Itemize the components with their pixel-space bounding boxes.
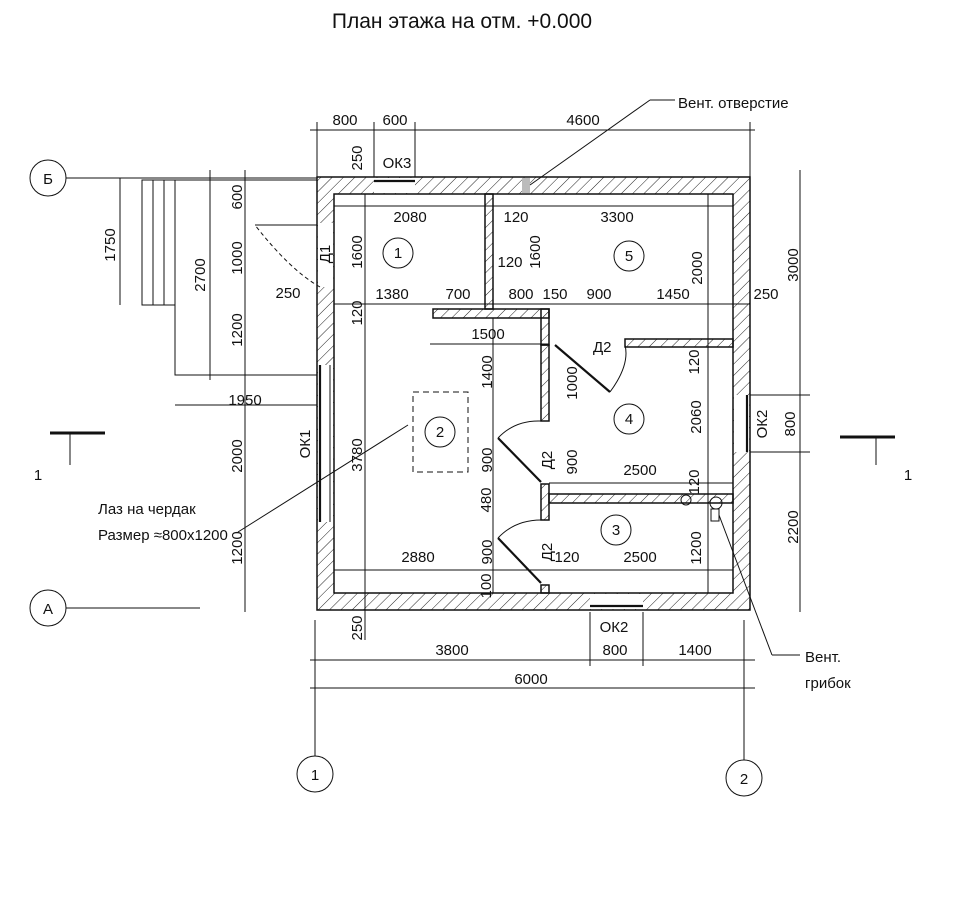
interior-partitions	[432, 193, 734, 594]
dimension-label: 4600	[566, 112, 599, 129]
dimension-label: 2080	[393, 209, 426, 226]
axis-markers: Б А 1 2 1 1	[29, 159, 912, 797]
axis-label-1: 1	[311, 767, 319, 784]
dimension-label: 250	[349, 615, 366, 640]
door-label: Д2	[539, 451, 556, 470]
room-number: 2	[436, 424, 444, 441]
dimension-label: 900	[479, 447, 496, 472]
dimension-label: 900	[564, 449, 581, 474]
attic-hatch-leader	[237, 424, 409, 533]
window-label: ОК3	[383, 155, 412, 172]
exterior-walls	[316, 176, 751, 611]
vent-mushroom-label: Вент.	[805, 649, 841, 666]
dimension-label: 1950	[228, 392, 261, 409]
room-markers: 1 5 2 4 3	[382, 237, 645, 546]
axis-label-2: 2	[740, 771, 748, 788]
axis-label-a: А	[43, 601, 53, 618]
window-label: ОК1	[297, 430, 314, 459]
dimension-label: 100	[478, 573, 495, 598]
dimension-label: 800	[332, 112, 357, 129]
dimension-label: 800	[508, 286, 533, 303]
drawing-title: План этажа на отм. +0.000	[332, 10, 592, 33]
dimension-label: 800	[602, 642, 627, 659]
dimension-label: 2500	[623, 462, 656, 479]
dimension-label: 6000	[514, 671, 547, 688]
room-number: 3	[612, 522, 620, 539]
dimension-label: 1750	[102, 228, 119, 261]
dimension-label: 2200	[785, 510, 802, 543]
attic-hatch-label: Лаз на чердак	[98, 501, 196, 518]
vent-mushroom	[529, 99, 800, 656]
dimension-label: 120	[686, 469, 703, 494]
attic-hatch-size: Размер ≈800х1200	[98, 527, 228, 544]
door-label: Д2	[593, 339, 612, 356]
room-number: 4	[625, 411, 633, 428]
dimension-label: 800	[782, 411, 799, 436]
dimension-label: 120	[686, 349, 703, 374]
dimension-label: 1000	[229, 241, 246, 274]
dimension-label: 3300	[600, 209, 633, 226]
dimension-label: 2700	[192, 258, 209, 291]
dimension-label: 120	[349, 300, 366, 325]
dimension-label: 1380	[375, 286, 408, 303]
section-mark-right: 1	[904, 467, 912, 484]
dimension-label: 700	[445, 286, 470, 303]
dimension-label: 120	[554, 549, 579, 566]
dimension-label: 250	[753, 286, 778, 303]
dimension-label: 480	[478, 487, 495, 512]
door-label: Д2	[539, 543, 556, 562]
dimension-label: 1450	[656, 286, 689, 303]
dimension-label: 3780	[349, 438, 366, 471]
dimension-label: 2000	[229, 439, 246, 472]
dimension-label: 2000	[689, 251, 706, 284]
dimension-label: 3000	[785, 248, 802, 281]
dimension-label: 150	[542, 286, 567, 303]
dimension-label: 120	[497, 254, 522, 271]
vent-mushroom-label: грибок	[805, 675, 851, 692]
dimension-label: 3800	[435, 642, 468, 659]
labels: Вент. отверстие Вент. грибок Лаз на черд…	[98, 95, 851, 692]
dimension-label: 600	[382, 112, 407, 129]
dimension-label: 1200	[229, 313, 246, 346]
attic-hatch	[412, 391, 469, 473]
dimension-label: 1200	[229, 531, 246, 564]
dimension-label: 1500	[471, 326, 504, 343]
dimension-label: 250	[275, 285, 300, 302]
dimension-label: 2060	[688, 400, 705, 433]
dimension-label: 1600	[527, 235, 544, 268]
dimension-label: 2500	[623, 549, 656, 566]
dimension-label: 1600	[349, 235, 366, 268]
door-label: Д1	[317, 245, 334, 264]
dimension-label: 900	[586, 286, 611, 303]
section-mark-left: 1	[34, 467, 42, 484]
axis-label-b: Б	[43, 171, 53, 188]
dimension-label: 900	[479, 539, 496, 564]
room-number: 5	[625, 248, 633, 265]
dimension-lines	[50, 122, 895, 760]
dimension-label: 1200	[688, 531, 705, 564]
window-label: ОК2	[600, 619, 629, 636]
doors	[254, 224, 627, 584]
dimension-label: 600	[229, 184, 246, 209]
porch-steps	[141, 179, 317, 376]
dimension-label: 1400	[479, 355, 496, 388]
dimension-label: 120	[503, 209, 528, 226]
dimension-label: 2880	[401, 549, 434, 566]
dimension-label: 1400	[678, 642, 711, 659]
dimension-label: 1000	[564, 366, 581, 399]
window-label: ОК2	[754, 410, 771, 439]
room-number: 1	[394, 245, 402, 262]
vent-opening-label: Вент. отверстие	[678, 95, 789, 112]
dimension-label: 250	[349, 145, 366, 170]
